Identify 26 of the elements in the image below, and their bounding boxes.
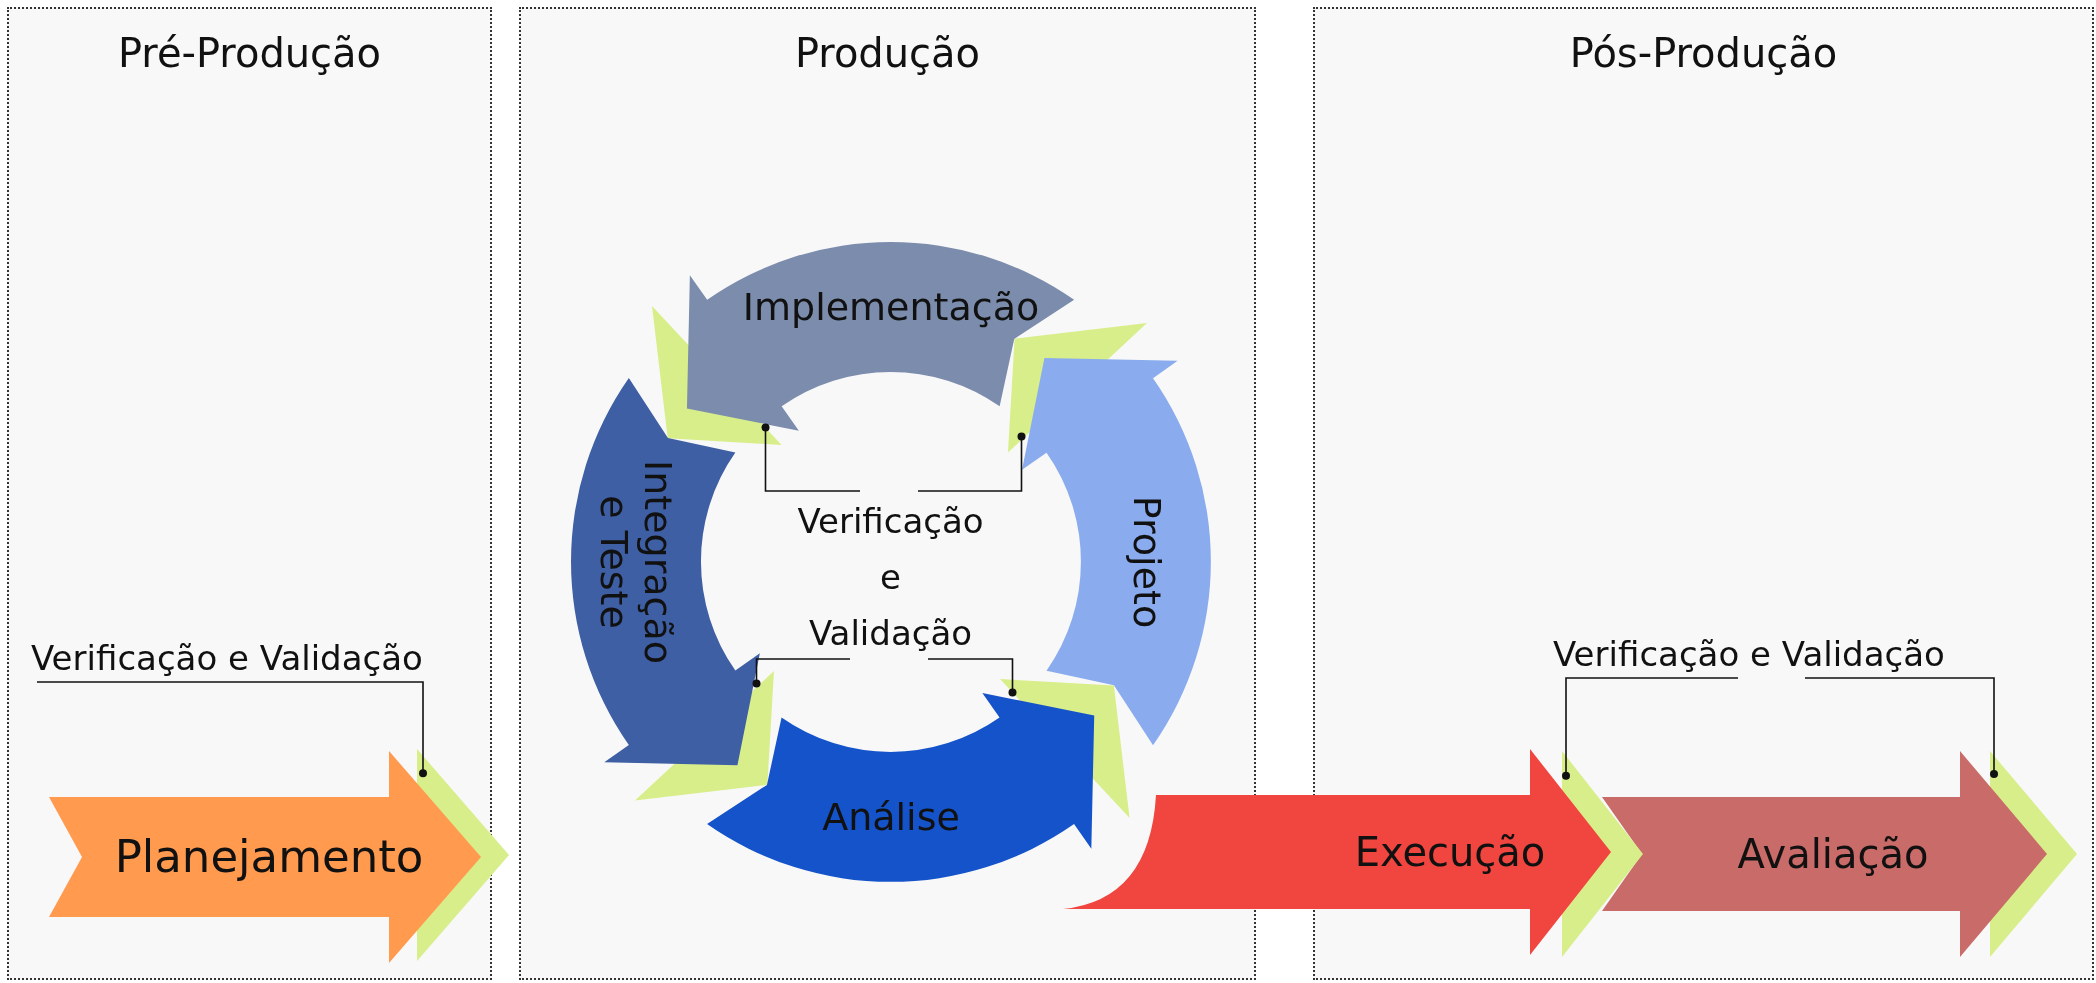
chevron-shape xyxy=(635,671,774,801)
leader-line xyxy=(927,658,1017,697)
leader-line xyxy=(1804,677,1998,778)
leader-line xyxy=(761,423,861,492)
leader-line xyxy=(752,658,851,688)
panel-title: Pós-Produção xyxy=(1568,29,1839,78)
phase-panel xyxy=(1313,7,2094,980)
arrow-label: Projeto xyxy=(1123,495,1170,629)
leader-line xyxy=(1562,677,1739,780)
annotation-text: Verificação e Validação xyxy=(794,493,987,661)
leader-line xyxy=(917,432,1026,492)
arrow-label: Análise xyxy=(822,793,960,841)
chevron-shape xyxy=(1000,679,1130,818)
annotation-text: Verificação e Validação xyxy=(31,638,461,684)
arrow-label: Execução xyxy=(1354,828,1546,877)
chevron-shape xyxy=(1990,751,2077,957)
panel-title: Produção xyxy=(793,29,982,78)
arrow-label: Planejamento xyxy=(114,829,424,886)
arrow-label: Implementação xyxy=(742,283,1040,331)
phase-panel xyxy=(7,7,492,980)
arrow-label: Avaliação xyxy=(1737,830,1929,879)
annotation-text: Verificação e Validação xyxy=(1553,634,1983,680)
panel-title: Pré-Produção xyxy=(116,29,383,78)
arrow-label: Integração e Teste xyxy=(592,458,680,666)
phase-panel xyxy=(519,7,1256,980)
leader-line xyxy=(36,681,427,778)
